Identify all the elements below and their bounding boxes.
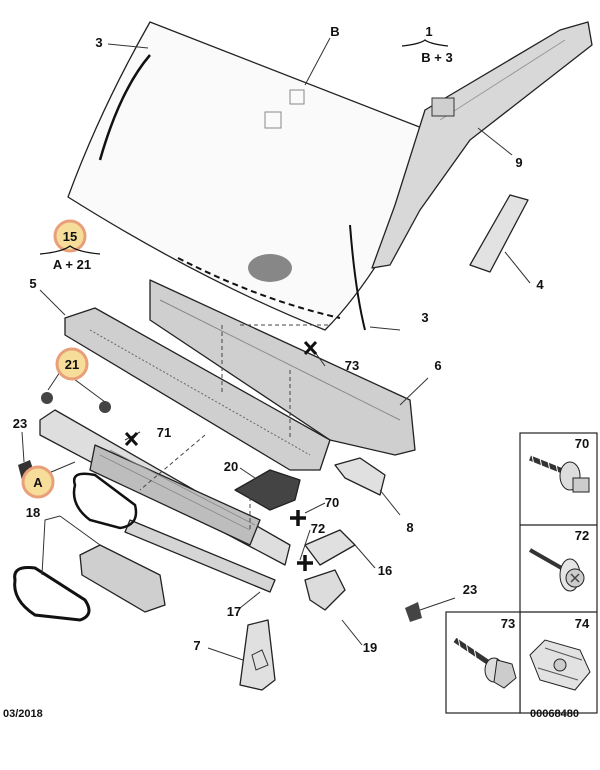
footer-reference-number: 00068480 [530,708,579,720]
panel-label-72: 72 [575,528,589,543]
callout-4: 4 [536,277,544,292]
scuttle-seal-6 [149,279,416,456]
callout-8: 8 [406,520,413,535]
callout-3-top: 3 [95,35,102,50]
fastener-panel: 70 72 73 74 [445,432,598,714]
callout-3-right: 3 [421,310,428,325]
clip-21-b [99,401,111,413]
callout-7: 7 [193,638,200,653]
callout-1: 1 [425,24,432,39]
bracket-8 [334,457,386,496]
callout-23-right: 23 [463,582,477,597]
windscreen [67,21,441,331]
callout-71: 71 [157,425,171,440]
callout-73: 73 [345,358,359,373]
callout-21: 21 [65,357,79,372]
callout-B: B [330,24,339,39]
tapping-screw-washer-icon [529,548,585,592]
clip-21-a [41,392,53,404]
clip-nut-icon [529,639,591,691]
leader-lines [21,37,531,661]
callout-70: 70 [325,495,339,510]
seal-18 [13,472,138,622]
callout-6: 6 [434,358,441,373]
assembly-guides [139,324,330,530]
callout-1-formula: B + 3 [421,50,452,65]
air-duct [79,544,166,613]
panel-label-70: 70 [575,436,589,451]
callout-17: 17 [227,604,241,619]
lower-bar-17 [124,519,276,593]
callout-15: 15 [63,229,77,244]
hex-bolt-icon [453,636,517,689]
bracket-19 [304,569,346,611]
callout-72: 72 [311,521,325,536]
cowl-panel-5 [64,307,331,471]
brace-1 [401,39,449,47]
flange-screw-icon [529,454,590,493]
callout-A: A [33,475,43,490]
highlight-15 [53,219,87,253]
panel-label-73: 73 [501,616,515,631]
clip-23-right [405,602,422,622]
callout-23-left: 23 [13,416,27,431]
callout-19: 19 [363,640,377,655]
callout-5: 5 [29,276,36,291]
callout-9: 9 [515,155,522,170]
brace-15 [39,245,101,255]
callout-15-formula: A + 21 [53,257,91,272]
panel-label-74: 74 [575,616,590,631]
callout-16: 16 [378,563,392,578]
windscreen-pillar [371,21,593,269]
highlight-21 [55,347,89,381]
scuttle-grille-A [39,409,291,566]
callout-18: 18 [26,505,40,520]
highlight-A [21,465,55,499]
callout-20: 20 [224,459,238,474]
footer-date: 03/2018 [3,708,43,720]
pillar-trim-strip [469,194,529,273]
fastener-marks [124,340,318,571]
bracket-7 [239,619,276,691]
bracket-20 [234,469,301,511]
